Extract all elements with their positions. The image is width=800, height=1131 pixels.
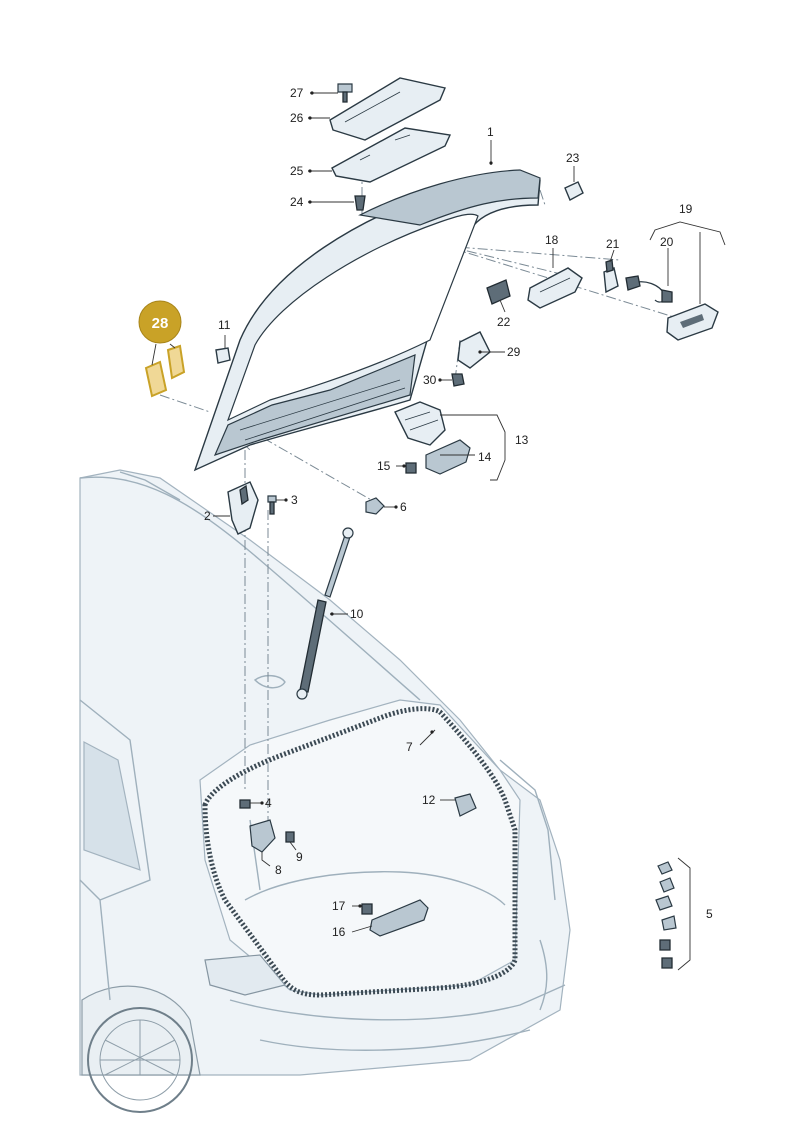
part-25-gasket [331, 127, 452, 183]
part-11-buffer [215, 347, 231, 364]
callout-24: 24 [290, 195, 304, 209]
part-18-handle [527, 267, 583, 309]
callout-25: 25 [290, 164, 304, 178]
callout-8: 8 [275, 863, 282, 877]
callout-3: 3 [291, 493, 298, 507]
callout-30: 30 [423, 373, 437, 387]
part-2-hinge [227, 481, 259, 535]
part-4-nut [239, 799, 251, 809]
part-23-cap [564, 181, 584, 201]
part-29-bracket [457, 331, 491, 369]
callout-10: 10 [350, 607, 364, 621]
part-19-switch [666, 303, 719, 341]
callout-6: 6 [400, 500, 407, 514]
highlight-label: 28 [152, 315, 169, 332]
callout-9: 9 [296, 850, 303, 864]
callout-13: 13 [515, 433, 529, 447]
part-30-nut [451, 373, 465, 387]
part-22-block [486, 279, 511, 305]
callout-4: 4 [265, 796, 272, 810]
part-24-clip [354, 195, 366, 211]
part-13-lock [394, 401, 446, 446]
callout-2: 2 [204, 509, 211, 523]
part-16-latch [369, 899, 429, 937]
callout-15: 15 [377, 459, 391, 473]
wheel [81, 985, 201, 1113]
car-body [79, 469, 571, 1113]
callout-19: 19 [679, 202, 693, 216]
callout-5: 5 [706, 907, 713, 921]
tailgate-panel [193, 169, 541, 472]
callout-17: 17 [332, 899, 346, 913]
part-20-harness [625, 275, 673, 303]
callout-18: 18 [545, 233, 559, 247]
callout-26: 26 [290, 111, 304, 125]
part-27-screw [337, 83, 353, 103]
callout-23: 23 [566, 151, 580, 165]
part-8-hinge-lower [249, 819, 276, 853]
part-6-balljoint [365, 497, 385, 515]
part-21-sensor [603, 259, 619, 294]
callout-20: 20 [660, 235, 674, 249]
part-12-buffer [454, 793, 477, 817]
part-14-striker [425, 439, 471, 475]
leader-lines [151, 91, 726, 971]
callout-labels: 27 26 1 23 25 24 19 18 21 20 22 11 29 30… [204, 86, 713, 939]
callout-27: 27 [290, 86, 304, 100]
part-26-plate [329, 77, 446, 141]
highlight-callout-28[interactable]: 28 [138, 300, 182, 344]
callout-16: 16 [332, 925, 346, 939]
callout-11: 11 [218, 318, 231, 332]
part-10-gas-strut [296, 527, 354, 700]
callout-21: 21 [606, 237, 620, 251]
callout-22: 22 [497, 315, 511, 329]
highlight-badge [138, 300, 182, 344]
callout-7: 7 [406, 740, 413, 754]
part-17-clip [361, 903, 373, 915]
callout-1: 1 [487, 125, 494, 139]
callout-12: 12 [422, 793, 436, 807]
part-15-nut [405, 462, 417, 474]
part-5-fastener-set [655, 861, 677, 969]
callout-29: 29 [507, 345, 521, 359]
callout-14: 14 [478, 450, 492, 464]
part-3-bolt [267, 495, 277, 515]
part-9-bolt [285, 831, 295, 843]
part-28-seal [144, 344, 186, 398]
